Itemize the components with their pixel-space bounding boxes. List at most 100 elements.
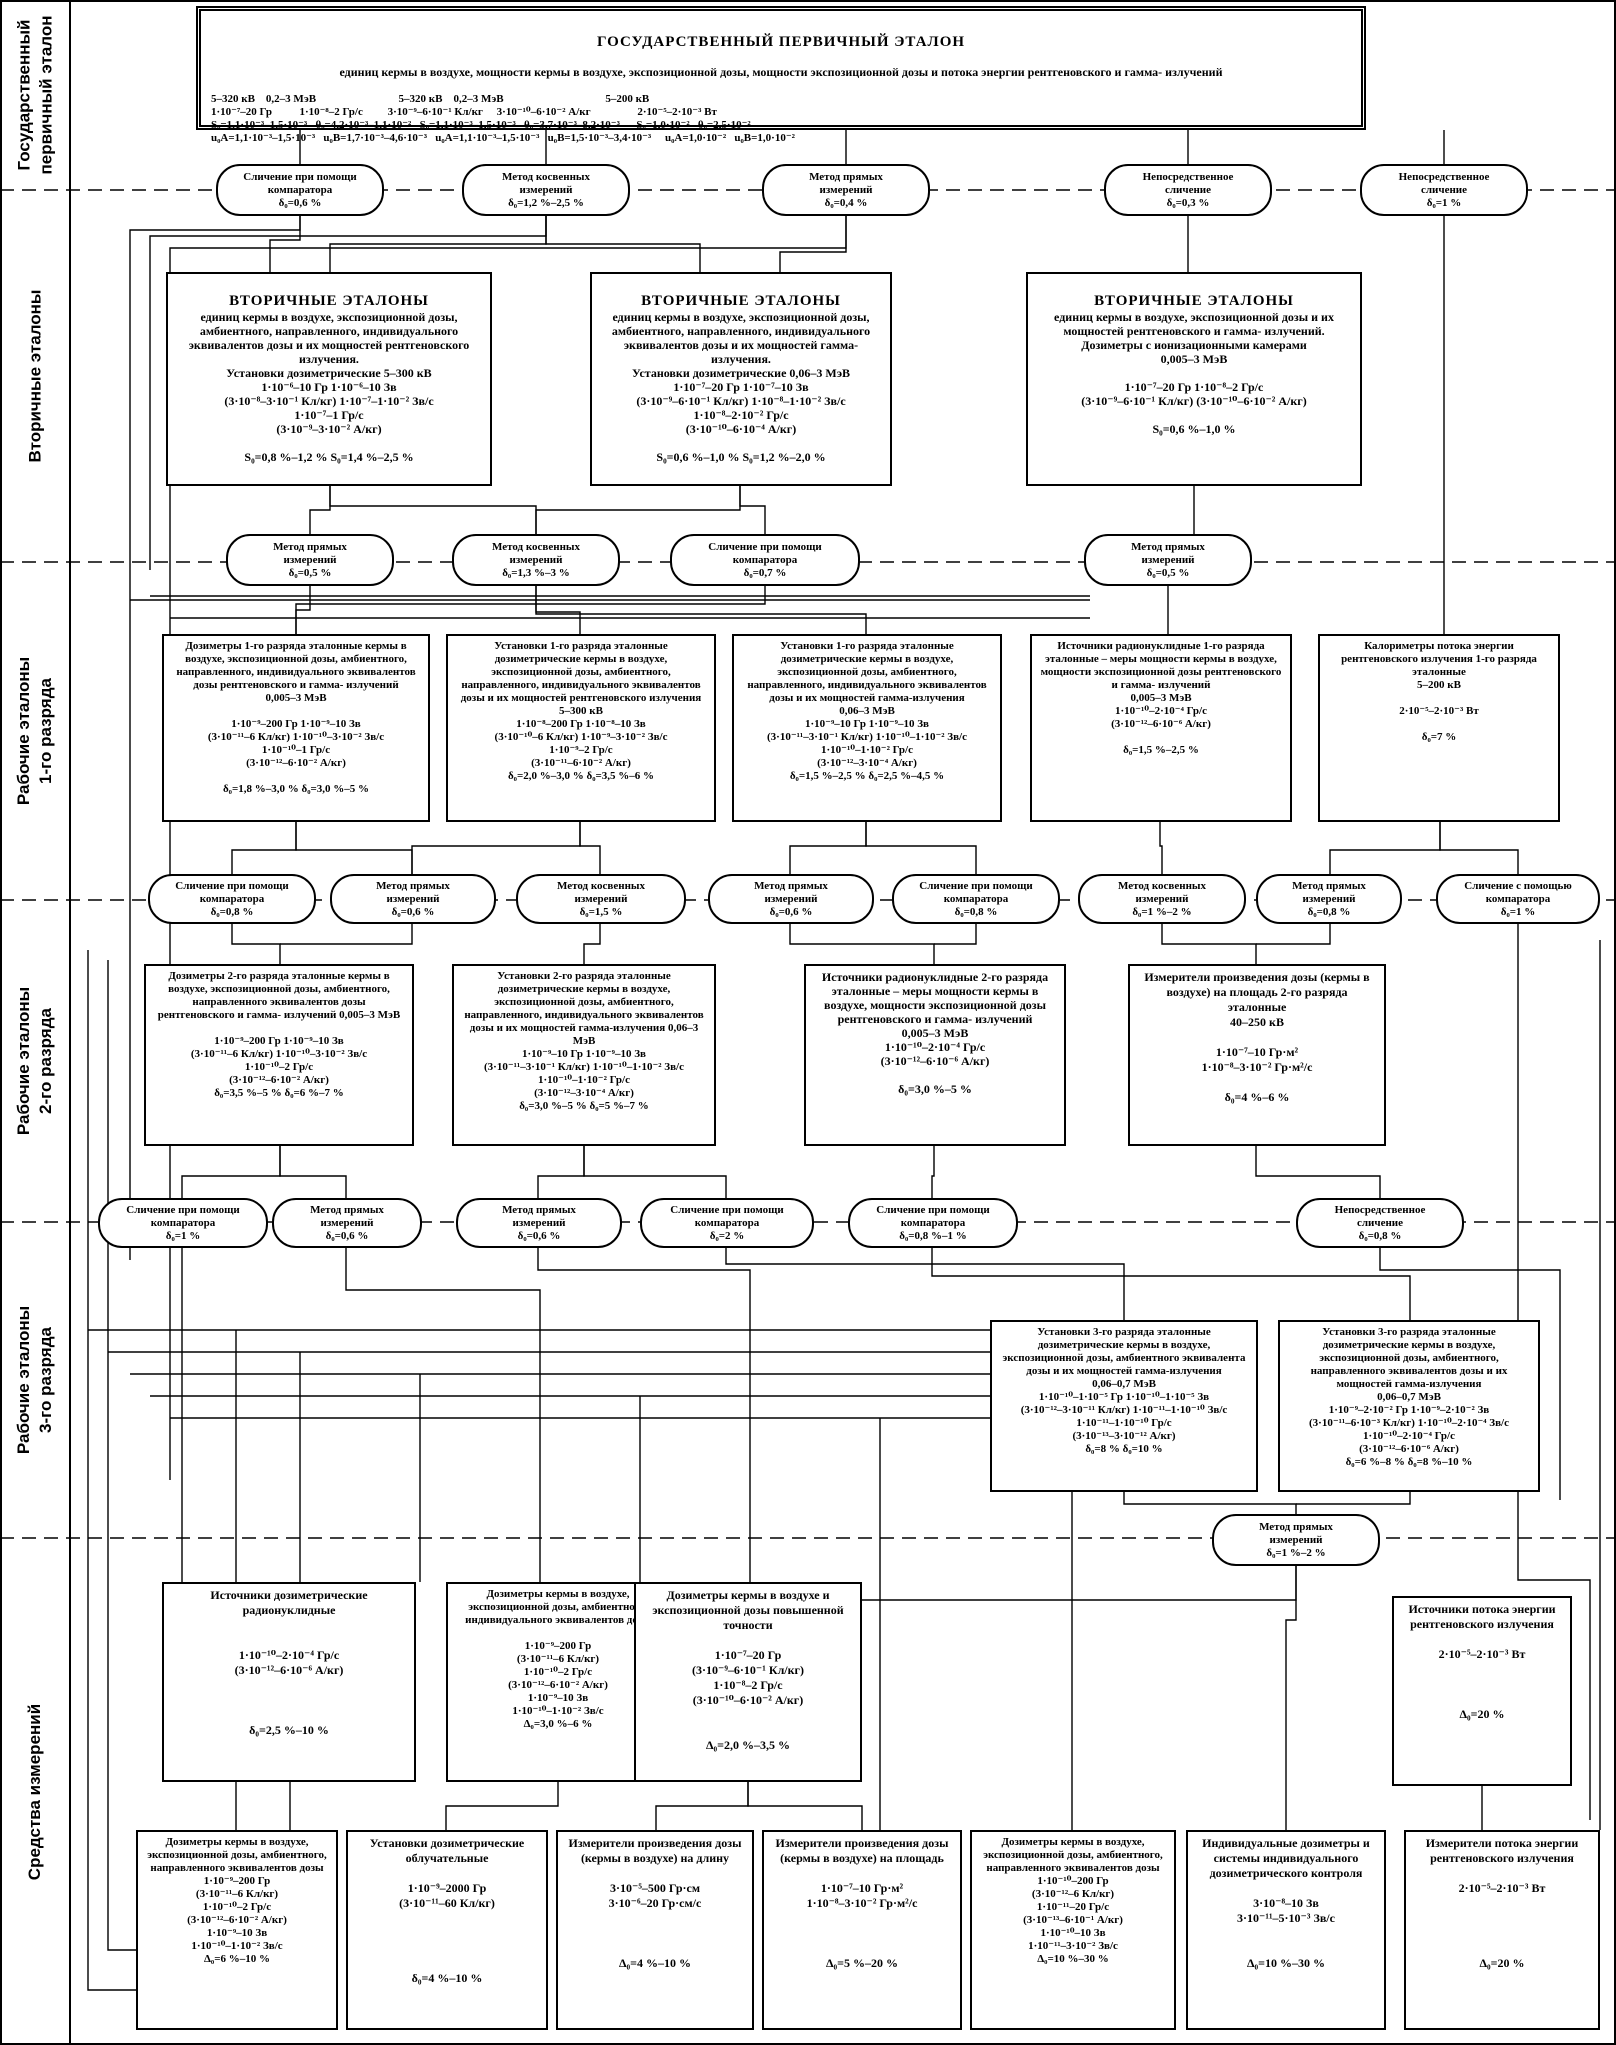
method-pill-comparator-4e[interactable]: Сличение при помощи компаратора δ₀=0,8 %… xyxy=(848,1198,1018,1248)
method-pill-indirect-1b[interactable]: Метод косвенных измерений δ₀=1,2 %–2,5 % xyxy=(462,164,630,216)
secondary-standard-xray: ВТОРИЧНЫЕ ЭТАЛОНЫ единиц кермы в воздухе… xyxy=(166,272,492,486)
first-rank-radionuclide-sources: Источники радионуклидные 1-го разряда эт… xyxy=(1030,634,1292,822)
connector-line xyxy=(537,1248,751,1582)
connector-line xyxy=(535,586,867,634)
primary-standard-box: ГОСУДАРСТВЕННЫЙ ПЕРВИЧНЫЙ ЭТАЛОН единиц … xyxy=(196,6,1366,144)
connector-line xyxy=(537,1146,585,1198)
connector-line xyxy=(1256,924,1331,945)
final-dose-length-meters: Измерители произведения дозы (кермы в во… xyxy=(556,1830,754,2030)
method-pill-indirect-3f[interactable]: Метод косвенных измерений δ₀=1 %–2 % xyxy=(1078,874,1246,924)
method-pill-direct-2a[interactable]: Метод прямых измерений δ₀=0,5 % xyxy=(226,534,394,586)
second-rank-dosimeters: Дозиметры 2-го разряда эталонные кермы в… xyxy=(144,964,414,1146)
method-pill-direct-compare-4f[interactable]: Непосредственное сличение δ₀=0,8 % xyxy=(1296,1198,1464,1248)
connector-line xyxy=(231,924,281,964)
connector-line xyxy=(329,486,537,534)
connector-line xyxy=(789,924,935,964)
connector-line xyxy=(129,216,301,1260)
method-pill-indirect-3c[interactable]: Метод косвенных измерений δ₀=1,5 % xyxy=(516,874,686,924)
connector-line xyxy=(655,1782,749,1830)
method-pill-comparator-1a[interactable]: Сличение при помощи компаратора δ₀=0,6 % xyxy=(216,164,384,216)
first-rank-dosimeters: Дозиметры 1-го разряда эталонные кермы в… xyxy=(162,634,430,822)
method-pill-comparator-4d[interactable]: Сличение при помощи компаратора δ₀=2 % xyxy=(640,1198,814,1248)
final-individual-dosimeters: Индивидуальные дозиметры и системы индив… xyxy=(1186,1830,1386,2030)
instr-xray-flux-sources: Источники потока энергии рентгеновского … xyxy=(1392,1596,1572,1786)
connector-line xyxy=(1329,822,1441,874)
connector-line xyxy=(445,1782,559,1830)
method-pill-comparator-2c[interactable]: Сличение при помощи компаратора δ₀=0,7 % xyxy=(670,534,860,586)
lane-title-second-rank: Рабочие эталоны 2-го разряда xyxy=(14,986,55,1136)
final-irradiation-units: Установки дозиметрические облучательные … xyxy=(346,1830,548,2030)
secondary-standard-gamma-body: единиц кермы в воздухе, экспозиционной д… xyxy=(611,310,871,464)
connector-line xyxy=(1379,1248,1561,1500)
connector-line xyxy=(779,216,847,272)
method-pill-direct-compare-1e[interactable]: Непосредственное сличение δ₀=1 % xyxy=(1360,164,1528,216)
connector-line xyxy=(789,822,867,874)
secondary-standard-gamma: ВТОРИЧНЫЕ ЭТАЛОНЫ единиц кермы в воздухе… xyxy=(590,272,892,486)
first-rank-calorimeters: Калориметры потока энергии рентгеновског… xyxy=(1318,634,1560,822)
connector-line xyxy=(231,822,297,874)
connector-line xyxy=(1517,924,1591,1820)
method-pill-direct-3b[interactable]: Метод прямых измерений δ₀=0,6 % xyxy=(330,874,496,924)
connector-line xyxy=(411,822,581,874)
first-rank-xray-units: Установки 1-го разряда эталонные дозимет… xyxy=(446,634,716,822)
secondary-standard-dosimeters: ВТОРИЧНЫЕ ЭТАЛОНЫ единиц кермы в воздухе… xyxy=(1026,272,1362,486)
connector-line xyxy=(345,1248,541,1582)
method-pill-comparator-3e[interactable]: Сличение при помощи компаратора δ₀=0,8 % xyxy=(892,874,1060,924)
method-pill-direct-3d[interactable]: Метод прямых измерений δ₀=0,6 % xyxy=(708,874,874,924)
method-pill-direct-4b[interactable]: Метод прямых измерений δ₀=0,6 % xyxy=(272,1198,422,1248)
method-pill-direct-2d[interactable]: Метод прямых измерений δ₀=0,5 % xyxy=(1084,534,1252,586)
third-rank-units-a: Установки 3-го разряда эталонные дозимет… xyxy=(990,1320,1258,1492)
connector-line xyxy=(931,1248,1411,1320)
lane-title-first-rank: Рабочие эталоны 1-го разряда xyxy=(14,656,55,806)
final-dosimeters-a: Дозиметры кермы в воздухе, экспозиционно… xyxy=(136,1830,338,2030)
connector-line xyxy=(583,924,601,964)
connector-line xyxy=(295,586,766,634)
instr-radionuclide-sources: Источники дозиметрические радионуклидные… xyxy=(162,1582,416,1782)
first-rank-gamma-units: Установки 1-го разряда эталонные дозимет… xyxy=(732,634,1002,822)
third-rank-units-b: Установки 3-го разряда эталонные дозимет… xyxy=(1278,1320,1540,1492)
method-pill-direct-4c[interactable]: Метод прямых измерений δ₀=0,6 % xyxy=(456,1198,622,1248)
connector-line xyxy=(1123,1492,1297,1514)
connector-line xyxy=(739,486,766,534)
lane-title-third-rank: Рабочие эталоны 3-го разряда xyxy=(14,1305,55,1455)
connector-line xyxy=(309,486,331,534)
final-xray-flux-meters: Измерители потока энергии рентгеновского… xyxy=(1404,1830,1600,2030)
connector-line xyxy=(279,1146,347,1198)
method-pill-comparator-4a[interactable]: Сличение при помощи компаратора δ₀=1 % xyxy=(98,1198,268,1248)
secondary-standard-dosimeters-title: ВТОРИЧНЫЕ ЭТАЛОНЫ xyxy=(1094,293,1294,309)
secondary-standard-dosimeters-body: единиц кермы в воздухе, экспозиционной д… xyxy=(1054,310,1334,436)
method-pill-direct-5a[interactable]: Метод прямых измерений δ₀=1 %–2 % xyxy=(1212,1514,1380,1566)
connector-line xyxy=(1439,822,1519,874)
connector-line xyxy=(329,216,547,272)
connector-line xyxy=(865,822,977,874)
method-pill-direct-3g[interactable]: Метод прямых измерений δ₀=0,8 % xyxy=(1256,874,1402,924)
connector-line xyxy=(545,216,701,272)
connector-line xyxy=(535,586,581,634)
secondary-standard-gamma-title: ВТОРИЧНЫЕ ЭТАЛОНЫ xyxy=(641,293,841,309)
method-pill-direct-1c[interactable]: Метод прямых измерений δ₀=0,4 % xyxy=(762,164,930,216)
connector-line xyxy=(931,1146,935,1198)
final-dose-area-meters: Измерители произведения дозы (кермы в во… xyxy=(762,1830,962,2030)
secondary-standard-xray-body: единиц кермы в воздухе, экспозиционной д… xyxy=(188,310,470,464)
lane-title-primary: Государственный первичный эталон xyxy=(14,15,56,175)
second-rank-radionuclide-sources: Источники радионуклидные 2-го разряда эт… xyxy=(804,964,1066,1146)
method-pill-direct-compare-1d[interactable]: Непосредственное сличение δ₀=0,3 % xyxy=(1104,164,1272,216)
instr-high-precision-dosimeters: Дозиметры кермы в воздухе и экспозиционн… xyxy=(634,1582,862,1782)
connector-line xyxy=(1296,1492,1411,1505)
connector-line xyxy=(295,586,311,634)
method-pill-comparator-3a[interactable]: Сличение при помощи компаратора δ₀=0,8 % xyxy=(148,874,316,924)
connector-line xyxy=(934,924,977,945)
primary-standard-params: 5–320 кВ 0,2–3 МэВ 5–320 кВ 0,2–3 МэВ 5–… xyxy=(211,93,795,144)
method-pill-comparator-3h[interactable]: Сличение с помощью компаратора δ₀=1 % xyxy=(1436,874,1600,924)
connector-line xyxy=(295,822,413,874)
connector-line xyxy=(725,1248,1125,1320)
connector-line xyxy=(1161,924,1257,964)
second-rank-gamma-units: Установки 2-го разряда эталонные дозимет… xyxy=(452,964,716,1146)
primary-standard-title: ГОСУДАРСТВЕННЫЙ ПЕРВИЧНЫЙ ЭТАЛОН xyxy=(596,34,966,50)
lane-title-secondary: Вторичные эталоны xyxy=(25,289,44,463)
connector-line xyxy=(535,486,741,534)
connector-line xyxy=(747,1782,863,1830)
method-pill-indirect-2b[interactable]: Метод косвенных измерений δ₀=1,3 %–3 % xyxy=(452,534,620,586)
connector-line xyxy=(1285,1566,1297,1830)
